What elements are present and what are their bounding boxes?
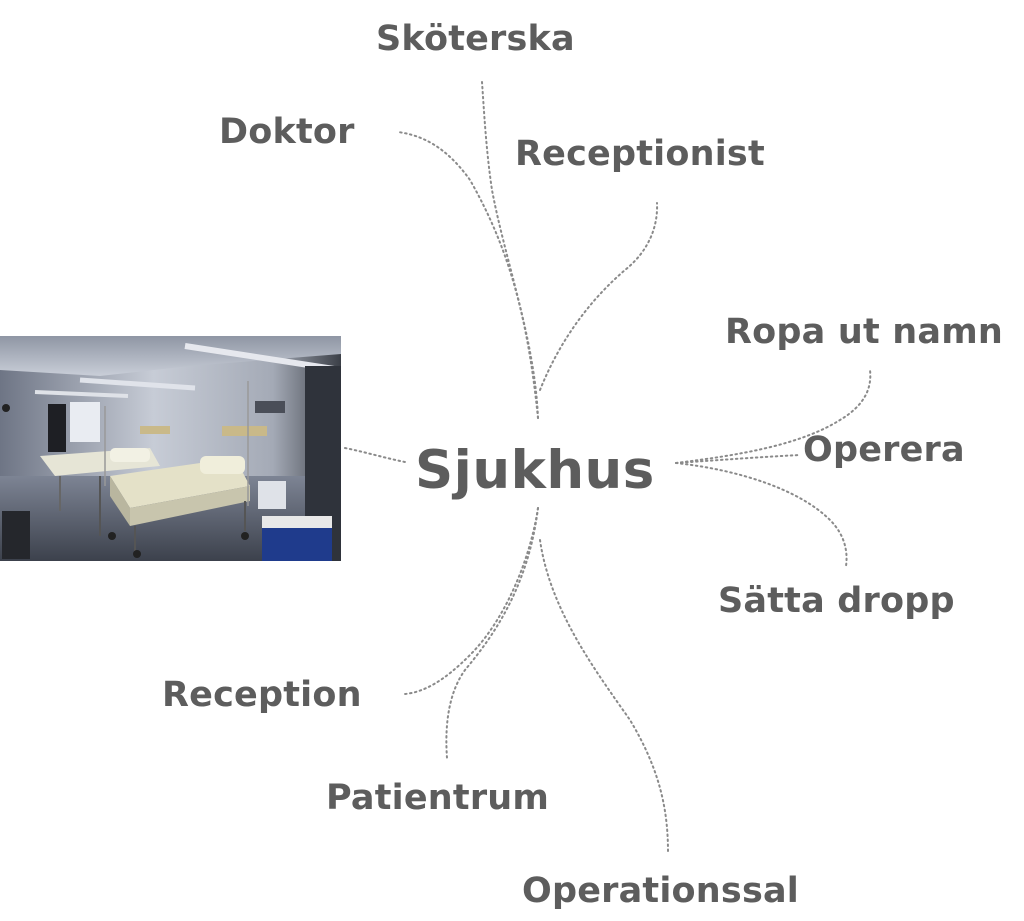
connector-patientrum [445, 507, 539, 759]
node-patientrum: Patientrum [326, 778, 550, 818]
node-doktor: Doktor [219, 112, 355, 152]
node-reception: Reception [162, 675, 362, 715]
node-operera: Operera [803, 430, 965, 470]
center-topic: Sjukhus [415, 440, 655, 501]
node-receptionist: Receptionist [515, 134, 765, 174]
node-skoterska: Sköterska [376, 19, 575, 59]
connector-receptionist [539, 202, 659, 391]
connector-operationssal [539, 539, 669, 853]
connector-satta-dropp [675, 462, 848, 567]
connector-reception [404, 507, 539, 695]
connector-skoterska [481, 81, 539, 419]
connector-photo [344, 447, 406, 463]
node-satta-dropp: Sätta dropp [718, 581, 955, 621]
hospital-ward-photo [0, 336, 341, 561]
connector-operera [675, 454, 801, 464]
connector-doktor [397, 131, 539, 419]
node-operationssal: Operationssal [522, 871, 799, 911]
node-ropa-ut-namn: Ropa ut namn [725, 312, 1004, 352]
connector-ropa-ut-namn [675, 369, 872, 464]
